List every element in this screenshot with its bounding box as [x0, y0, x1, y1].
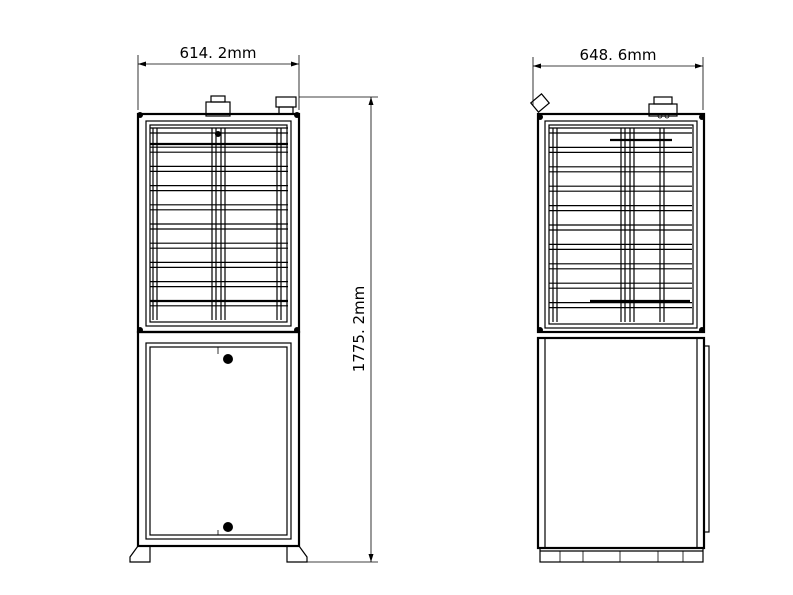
height-label: 1775. 2mm [350, 286, 368, 372]
side-width-dimension: 648. 6mm [532, 46, 704, 110]
front-view: 614. 2mm [129, 44, 308, 563]
front-feet [129, 545, 308, 563]
side-width-label: 648. 6mm [580, 46, 657, 64]
front-vertical-bars [152, 128, 282, 320]
side-view: 648. 6mm [529, 46, 710, 563]
front-top-fittings [205, 95, 297, 117]
front-louvre-slats [150, 127, 288, 307]
front-upper-knob-icon [223, 354, 233, 364]
front-lower-knob-icon [223, 522, 233, 532]
front-width-label: 614. 2mm [180, 44, 257, 62]
front-lower-cabinet [136, 330, 301, 548]
side-top-fittings [529, 93, 678, 119]
side-base [539, 547, 704, 563]
front-width-dimension: 614. 2mm [137, 44, 300, 110]
side-lower-cabinet [536, 336, 706, 550]
height-dimension: 1775. 2mm [299, 96, 378, 563]
side-vertical-bars [552, 128, 665, 322]
